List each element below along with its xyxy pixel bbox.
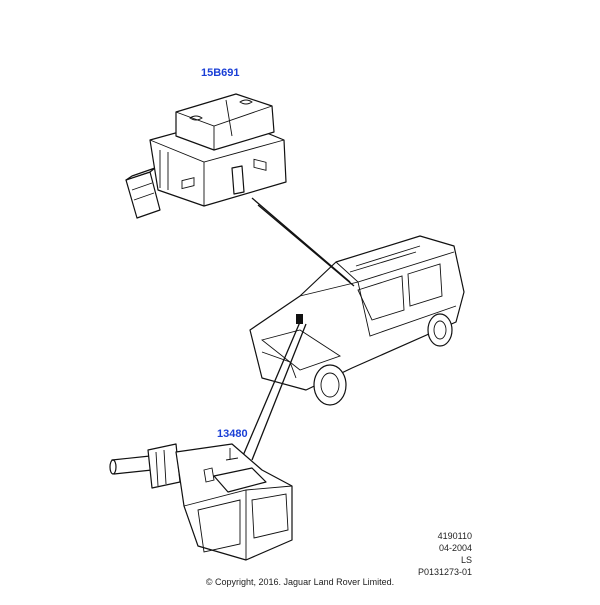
reference-code: 4190110: [437, 531, 472, 541]
part-number-callout-15b691[interactable]: 15B691: [201, 67, 240, 79]
reference-model: LS: [460, 555, 472, 565]
switch-part-15b691: [125, 93, 287, 219]
reference-illustration-id: P0131273-01: [417, 567, 472, 577]
part-number-callout-13480[interactable]: 13480: [217, 428, 248, 440]
leader-lines: [241, 197, 355, 461]
reference-date: 04-2004: [438, 543, 472, 553]
vehicle-illustration: [249, 235, 465, 406]
copyright-notice: © Copyright, 2016. Jaguar Land Rover Lim…: [205, 577, 395, 587]
switch-part-13480: [109, 443, 293, 561]
